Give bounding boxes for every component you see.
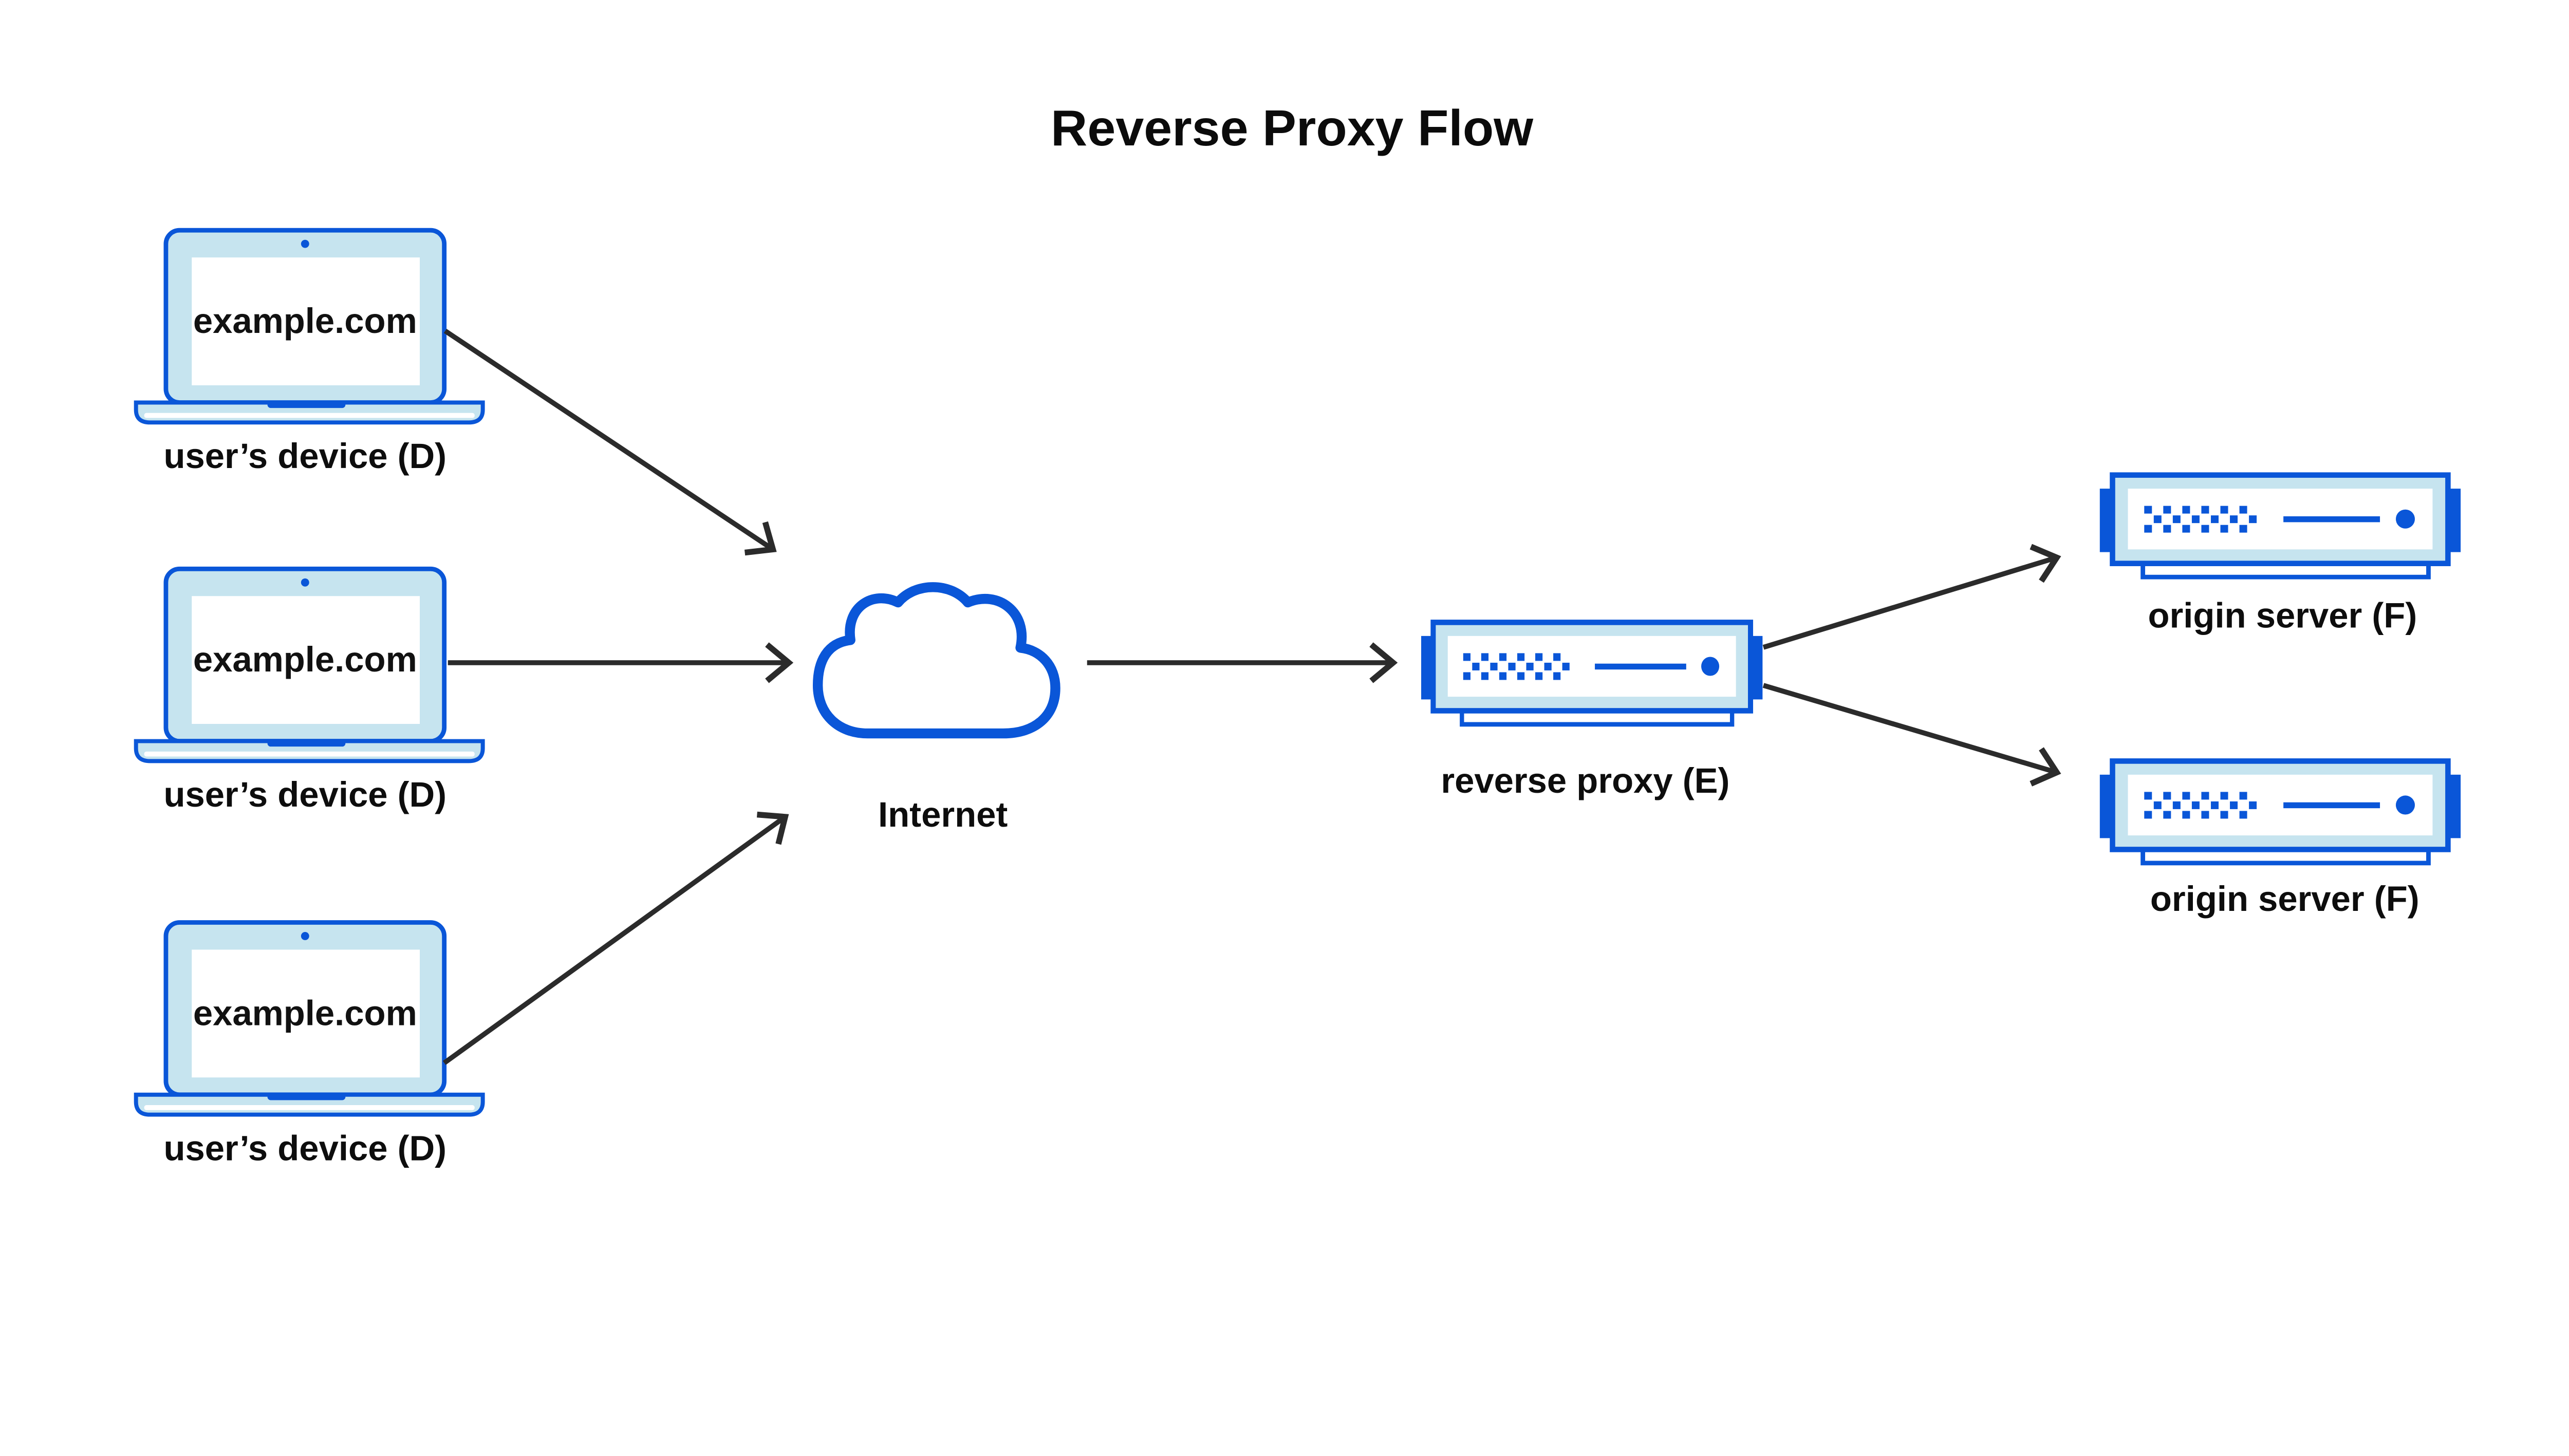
arrow-proxy-to-origin2 (1762, 683, 2061, 787)
origin-node-1: origin server (F) (2100, 475, 2461, 636)
server-icon (1421, 622, 1762, 724)
arrow-device2-to-internet (448, 642, 794, 683)
device-node-1: example.com user’s device (D) (136, 230, 483, 476)
page-title: Reverse Proxy Flow (1051, 100, 1534, 156)
arrow-device1-to-internet (443, 329, 777, 556)
device-screen-text: example.com (193, 640, 417, 679)
diagram-canvas: Reverse Proxy Flow example.com user’s de… (134, 99, 2464, 1168)
diagram-stage: Reverse Proxy Flow example.com user’s de… (134, 99, 2464, 1168)
origin-server-label: origin server (F) (2148, 596, 2417, 636)
arrow-device3-to-internet (442, 811, 789, 1065)
reverse-proxy-node: reverse proxy (E) (1421, 622, 1762, 800)
cloud-icon (812, 582, 1060, 739)
device-label: user’s device (D) (163, 1128, 446, 1168)
device-label: user’s device (D) (163, 775, 446, 814)
arrow-internet-to-proxy (1087, 642, 1398, 683)
internet-node: Internet (812, 582, 1060, 834)
device-screen-text: example.com (193, 993, 417, 1033)
reverse-proxy-label: reverse proxy (E) (1441, 761, 1729, 800)
internet-label: Internet (878, 795, 1008, 834)
origin-node-2: origin server (F) (2100, 761, 2461, 919)
origin-server-label: origin server (F) (2150, 879, 2419, 919)
arrow-proxy-to-origin1 (1762, 544, 2061, 650)
device-node-3: example.com user’s device (D) (136, 922, 483, 1168)
server-icon (2100, 761, 2461, 863)
server-icon (2100, 475, 2461, 577)
device-screen-text: example.com (193, 301, 417, 341)
device-label: user’s device (D) (163, 436, 446, 476)
device-node-2: example.com user’s device (D) (136, 569, 483, 814)
